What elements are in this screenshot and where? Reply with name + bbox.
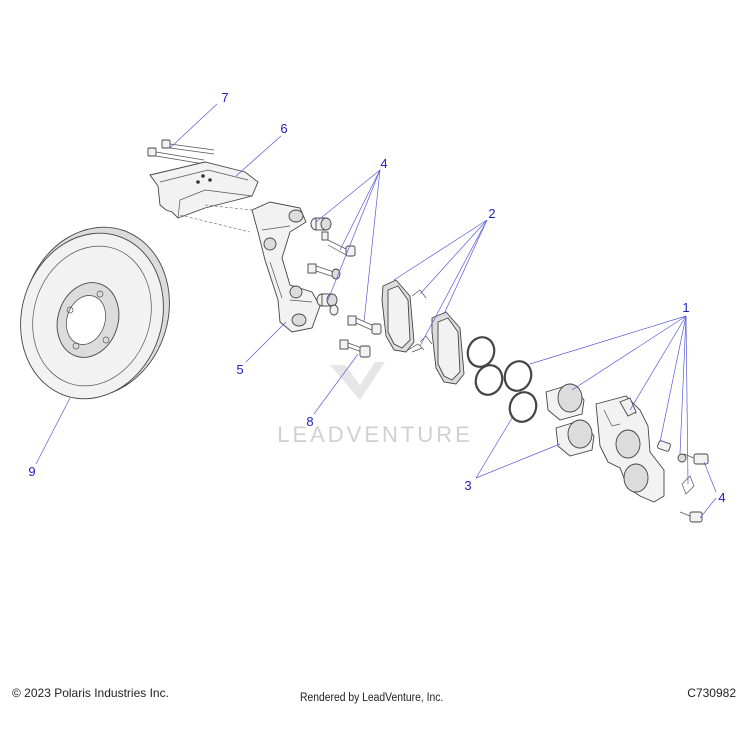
caliper-guard xyxy=(149,161,271,233)
callout-5[interactable]: 5 xyxy=(236,362,243,377)
callout-4-right[interactable]: 4 xyxy=(718,490,725,505)
callout-labels: 1 2 3 4 4 5 6 7 8 9 xyxy=(28,90,725,505)
piston-seals xyxy=(466,336,538,423)
callout-1[interactable]: 1 xyxy=(682,300,689,315)
caliper-bracket xyxy=(251,201,321,333)
callout-8[interactable]: 8 xyxy=(306,414,313,429)
copyright-text: © 2023 Polaris Industries Inc. xyxy=(12,686,169,700)
callout-2[interactable]: 2 xyxy=(488,206,495,221)
callout-4-top[interactable]: 4 xyxy=(380,156,387,171)
diagram-id: C730982 xyxy=(687,686,736,700)
mounting-bolts xyxy=(147,139,215,165)
callout-9[interactable]: 9 xyxy=(28,464,35,479)
pistons xyxy=(545,383,595,457)
brake-rotor xyxy=(20,226,170,400)
watermark-logo-icon xyxy=(330,362,385,400)
slide-pins-and-bushings xyxy=(307,217,382,358)
leader-lines xyxy=(35,103,717,519)
callout-7[interactable]: 7 xyxy=(221,90,228,105)
caliper-housing xyxy=(595,395,665,503)
watermark: LEADVENTURE xyxy=(277,362,473,447)
brake-pads xyxy=(381,279,465,385)
callout-3[interactable]: 3 xyxy=(464,478,471,493)
watermark-text: LEADVENTURE xyxy=(277,422,473,447)
rendered-by-text: Rendered by LeadVenture, Inc. xyxy=(300,692,444,704)
callout-6[interactable]: 6 xyxy=(280,121,287,136)
bleeder-and-clips xyxy=(657,440,709,523)
